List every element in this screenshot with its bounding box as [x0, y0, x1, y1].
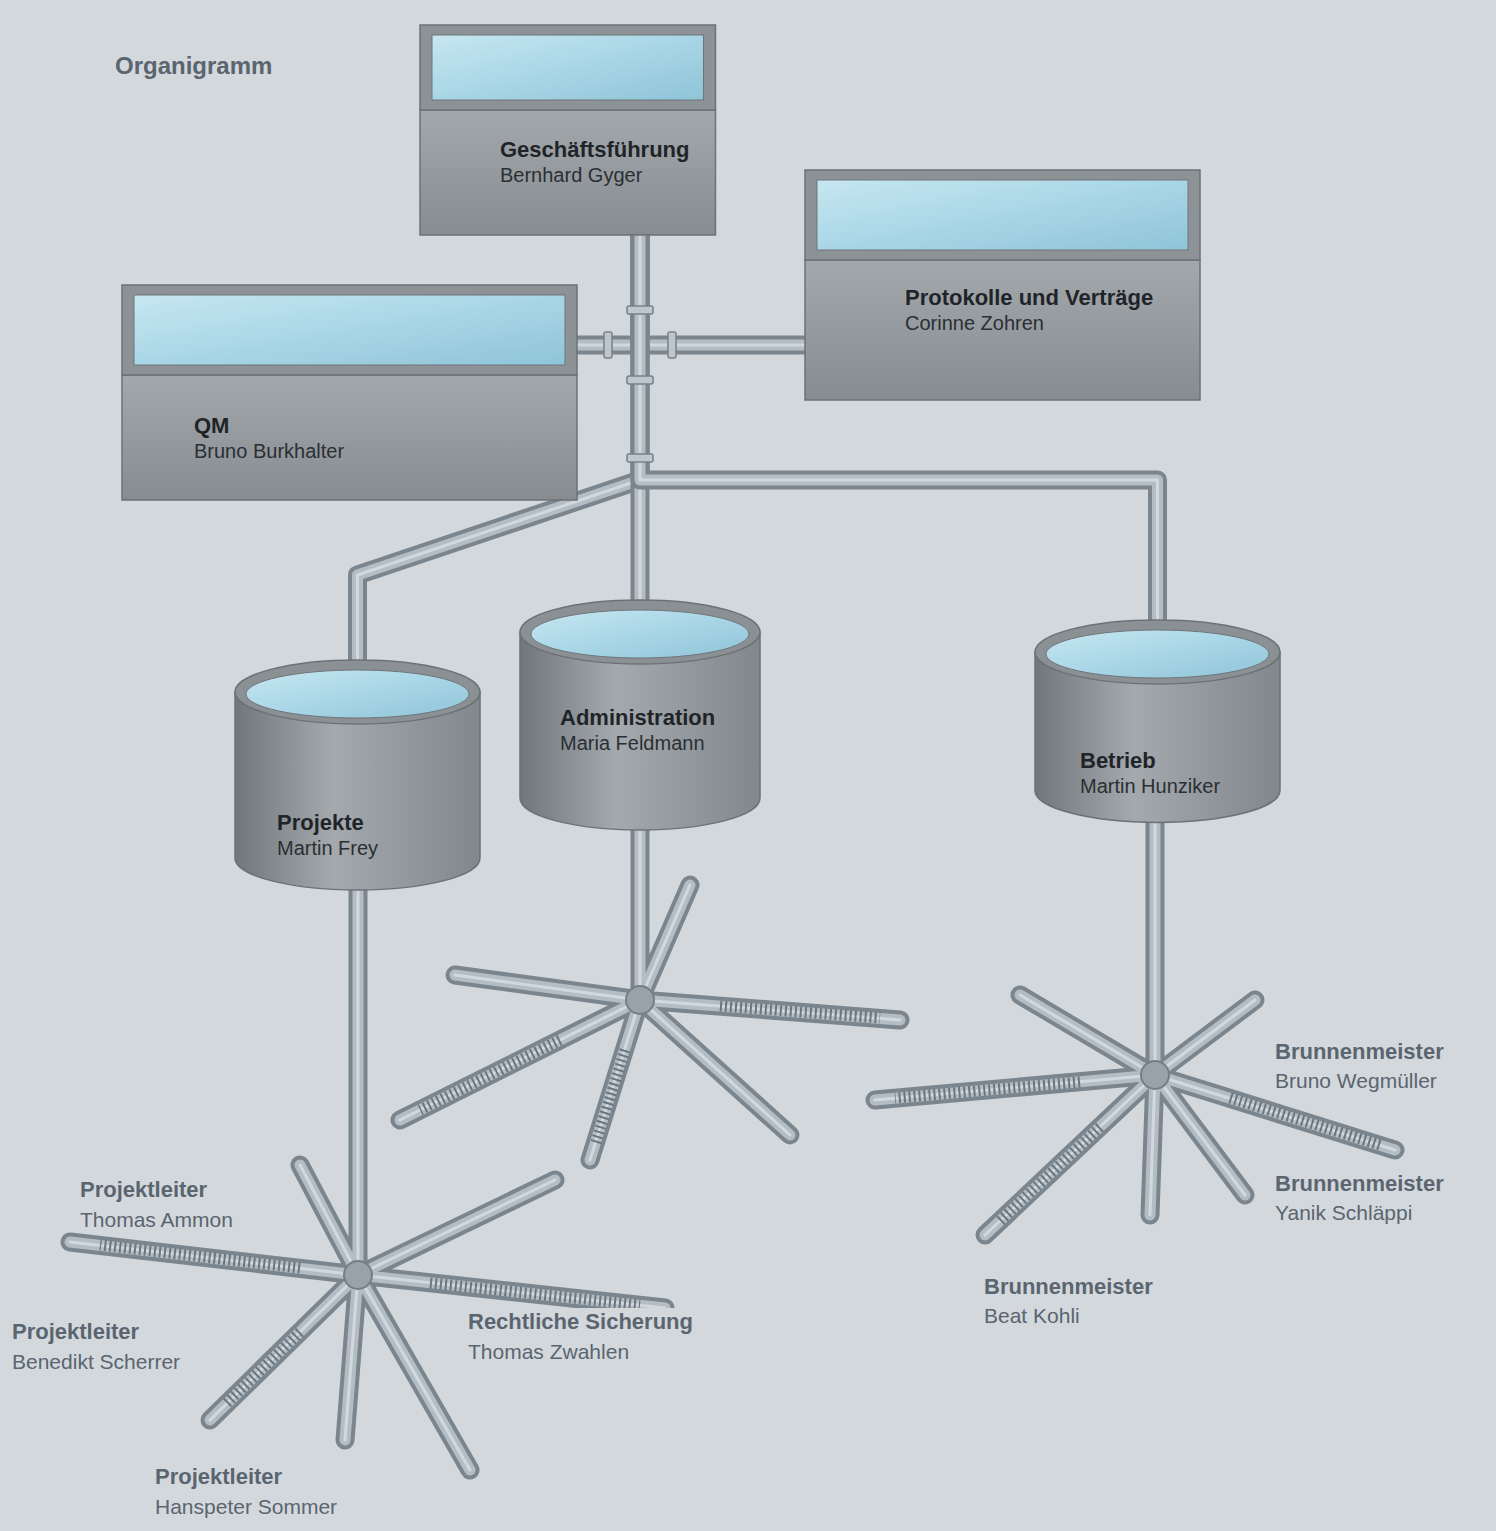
- role-label: Rechtliche Sicherung: [466, 1308, 695, 1337]
- water-surface: [134, 295, 565, 365]
- screen-hub: [344, 1261, 372, 1289]
- label-holder: Projektleiter: [153, 1463, 284, 1492]
- rect-tank: QMBruno Burkhalter: [122, 285, 577, 500]
- role-label: Projektleiter: [10, 1318, 141, 1347]
- label-holder: Projektleiter: [78, 1176, 209, 1205]
- tank-rim: [122, 285, 577, 375]
- person-label: Thomas Ammon: [78, 1206, 235, 1233]
- tank-rim: [420, 25, 715, 110]
- person-name: Bruno Burkhalter: [194, 439, 344, 463]
- person-label: Benedikt Scherrer: [10, 1348, 182, 1375]
- cylinder-tank: BetriebMartin Hunziker: [1035, 620, 1280, 822]
- label-holder: Thomas Zwahlen: [466, 1338, 631, 1365]
- screen-pipe-outline: [70, 780, 1395, 1470]
- pipe-body: [640, 235, 805, 345]
- label-holder: Bruno Wegmüller: [1273, 1067, 1439, 1094]
- screen-pipe-highlight: [70, 780, 1395, 1470]
- unit-title: Projekte: [277, 810, 364, 836]
- pipe-connector: [640, 235, 805, 345]
- pipe-flange: [627, 454, 653, 462]
- unit-title: Betrieb: [1080, 748, 1156, 774]
- role-label: Brunnenmeister: [1273, 1170, 1446, 1199]
- person-name: Maria Feldmann: [560, 731, 705, 755]
- tank-face: [122, 375, 577, 500]
- cylinder-rim: [1035, 620, 1280, 684]
- rect-tank: GeschäftsführungBernhard Gyger: [420, 25, 715, 235]
- label-holder: Brunnenmeister: [1273, 1038, 1446, 1067]
- pipe-flange: [604, 332, 612, 358]
- chart-title: Organigramm: [115, 52, 272, 80]
- unit-title: Protokolle und Verträge: [905, 285, 1153, 311]
- water-surface: [817, 180, 1188, 250]
- pipe-flange: [627, 376, 653, 384]
- role-label: Brunnenmeister: [1273, 1038, 1446, 1067]
- label-holder: Thomas Ammon: [78, 1206, 235, 1233]
- person-label: Beat Kohli: [982, 1302, 1082, 1329]
- role-label: Projektleiter: [153, 1463, 284, 1492]
- tank-outline: [122, 285, 577, 500]
- tank-rim: [805, 170, 1200, 260]
- unit-title: Geschäftsführung: [500, 137, 689, 163]
- person-label: Thomas Zwahlen: [466, 1338, 631, 1365]
- person-name: Martin Hunziker: [1080, 774, 1220, 798]
- person-name: Bernhard Gyger: [500, 163, 642, 187]
- role-label: Brunnenmeister: [982, 1273, 1155, 1302]
- pipe-flange: [627, 306, 653, 314]
- label-holder: Hanspeter Sommer: [153, 1493, 339, 1520]
- label-holder: Beat Kohli: [982, 1302, 1082, 1329]
- water-surface: [531, 610, 749, 658]
- pipe-flange: [668, 332, 676, 358]
- tank-face: [420, 110, 715, 235]
- person-label: Hanspeter Sommer: [153, 1493, 339, 1520]
- label-holder: Projektleiter: [10, 1318, 141, 1347]
- screen-pipe-body: [70, 780, 1395, 1470]
- cylinder-tank: ProjekteMartin Frey: [235, 660, 480, 890]
- cylinder-rim: [520, 600, 760, 664]
- unit-title: Administration: [560, 705, 715, 731]
- pipe-outline: [640, 235, 805, 345]
- cylinder-tank: AdministrationMaria Feldmann: [520, 600, 760, 830]
- role-label: Projektleiter: [78, 1176, 209, 1205]
- person-label: Bruno Wegmüller: [1273, 1067, 1439, 1094]
- tank-outline: [420, 25, 715, 235]
- unit-title: QM: [194, 413, 229, 439]
- rect-tank: Protokolle und VerträgeCorinne Zohren: [805, 170, 1200, 400]
- title-holder: Organigramm: [115, 52, 272, 80]
- label-holder: Rechtliche Sicherung: [466, 1308, 695, 1337]
- screen-hub: [626, 986, 654, 1014]
- water-surface: [432, 35, 703, 100]
- screen-hub: [1141, 1061, 1169, 1089]
- label-holder: Brunnenmeister: [1273, 1170, 1446, 1199]
- label-holder: Benedikt Scherrer: [10, 1348, 182, 1375]
- person-label: Yanik Schläppi: [1273, 1199, 1414, 1226]
- person-name: Corinne Zohren: [905, 311, 1044, 335]
- pipe-highlight: [640, 235, 805, 345]
- cylinder-rim: [235, 660, 480, 724]
- label-holder: Yanik Schläppi: [1273, 1199, 1414, 1226]
- water-surface: [246, 670, 469, 718]
- person-name: Martin Frey: [277, 836, 378, 860]
- water-surface: [1046, 630, 1269, 678]
- label-holder: Brunnenmeister: [982, 1273, 1155, 1302]
- tank-face: [805, 260, 1200, 400]
- screen-slots: [100, 1006, 1380, 1405]
